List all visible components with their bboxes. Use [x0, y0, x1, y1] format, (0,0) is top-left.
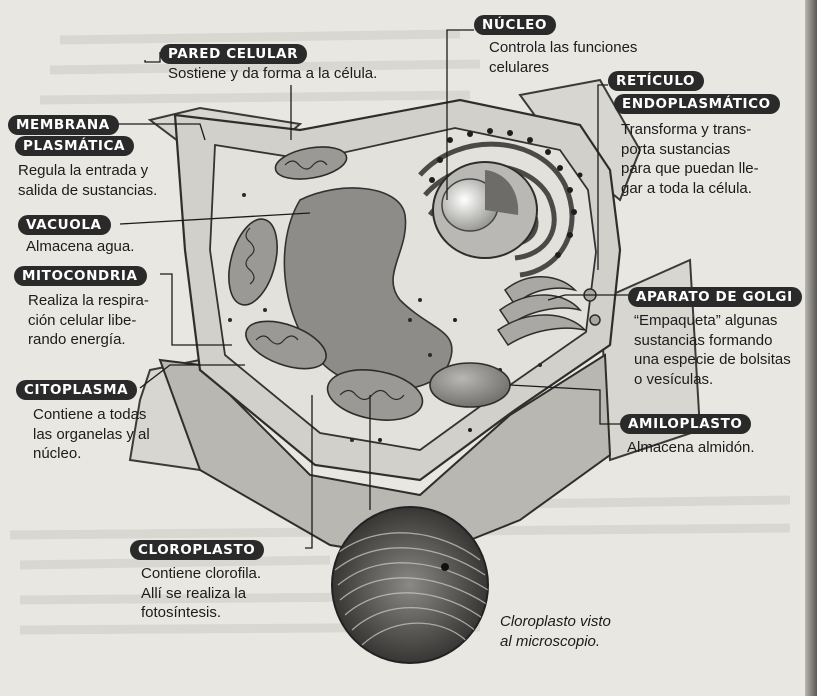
label-vacuola: VACUOLA — [18, 215, 111, 235]
label-membrana-2: PLASMÁTICA — [15, 136, 134, 156]
label-aparato-golgi: APARATO DE GOLGI — [628, 287, 802, 307]
desc-reticulo: Transforma y trans- porta sustancias par… — [621, 120, 759, 198]
desc-vacuola: Almacena agua. — [26, 237, 134, 257]
label-mitocondria: MITOCONDRIA — [14, 266, 147, 286]
label-cloroplasto: CLOROPLASTO — [130, 540, 264, 560]
desc-citoplasma: Contiene a todas las organelas y al núcl… — [33, 405, 150, 464]
desc-cloroplasto: Contiene clorofila. Allí se realiza la f… — [141, 564, 261, 623]
label-membrana-1: MEMBRANA — [8, 115, 119, 135]
label-reticulo-2: ENDOPLASMÁTICO — [614, 94, 780, 114]
page-edge-shadow — [805, 0, 817, 696]
desc-amiloplasto: Almacena almidón. — [627, 438, 755, 458]
label-pared-celular: PARED CELULAR — [160, 44, 307, 64]
desc-mitocondria: Realiza la respira- ción celular libe- r… — [28, 291, 149, 350]
micrograph-caption: Cloroplasto visto al microscopio. — [500, 612, 611, 652]
label-reticulo-1: RETÍCULO — [608, 71, 704, 91]
desc-aparato-golgi: “Empaqueta” algunas sustancias formando … — [634, 311, 791, 389]
nucleus — [433, 162, 537, 258]
amyloplast — [430, 363, 510, 407]
desc-membrana: Regula la entrada y salida de sustancias… — [18, 161, 157, 200]
label-nucleo: NÚCLEO — [474, 15, 556, 35]
label-citoplasma: CITOPLASMA — [16, 380, 137, 400]
desc-pared-celular: Sostiene y da forma a la célula. — [168, 64, 377, 84]
label-amiloplasto: AMILOPLASTO — [620, 414, 751, 434]
chloroplast-micrograph — [332, 507, 488, 663]
